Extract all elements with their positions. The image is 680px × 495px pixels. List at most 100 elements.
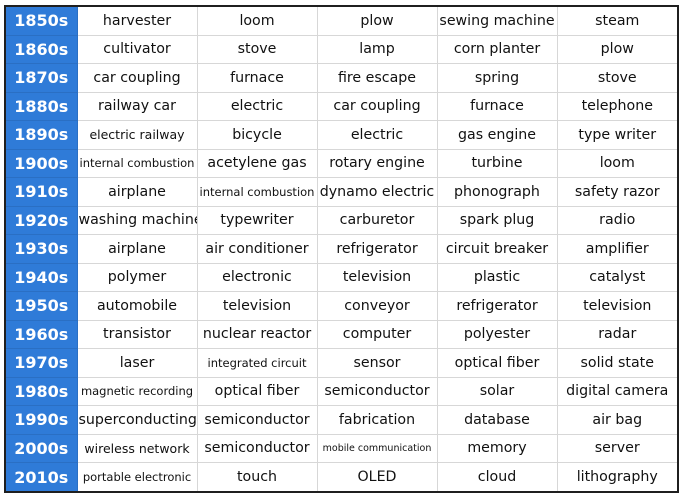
term-cell: acetylene gas xyxy=(196,148,318,179)
term-cell: gas engine xyxy=(436,120,558,150)
term-cell: server xyxy=(556,433,679,464)
decade-label: 1920s xyxy=(4,205,78,236)
term-cell: car coupling xyxy=(316,91,438,122)
term-cell: internal combustion xyxy=(196,177,318,207)
term-cell: steam xyxy=(556,5,679,36)
term-cell: lamp xyxy=(316,34,438,65)
term-cell: nuclear reactor xyxy=(196,319,318,350)
term-cell: refrigerator xyxy=(436,291,558,321)
decade-label: 1870s xyxy=(4,63,78,93)
term-cell: loom xyxy=(556,148,679,179)
term-cell: computer xyxy=(316,319,438,350)
term-cell: database xyxy=(436,405,558,435)
term-cell: spark plug xyxy=(436,205,558,236)
term-cell: television xyxy=(316,262,438,293)
term-cell: mobile communication xyxy=(316,433,438,464)
decade-label: 1860s xyxy=(4,34,78,65)
term-cell: refrigerator xyxy=(316,234,438,264)
term-cell: car coupling xyxy=(76,63,198,93)
term-cell: integrated circuit xyxy=(196,348,318,378)
term-cell: memory xyxy=(436,433,558,464)
decade-label: 1880s xyxy=(4,91,78,122)
term-cell: cloud xyxy=(436,462,558,493)
term-cell: air bag xyxy=(556,405,679,435)
term-cell: washing machine xyxy=(76,205,198,236)
term-cell: laser xyxy=(76,348,198,378)
term-cell: solid state xyxy=(556,348,679,378)
term-cell: semiconductor xyxy=(196,433,318,464)
term-cell: air conditioner xyxy=(196,234,318,264)
term-cell: semiconductor xyxy=(196,405,318,435)
term-cell: electronic xyxy=(196,262,318,293)
term-cell: corn planter xyxy=(436,34,558,65)
decade-label: 1950s xyxy=(4,291,78,321)
term-cell: sensor xyxy=(316,348,438,378)
decade-label: 1910s xyxy=(4,177,78,207)
term-cell: polymer xyxy=(76,262,198,293)
decade-label: 2000s xyxy=(4,433,78,464)
decade-label: 1900s xyxy=(4,148,78,179)
term-cell: dynamo electric xyxy=(316,177,438,207)
term-cell: plow xyxy=(556,34,679,65)
term-cell: turbine xyxy=(436,148,558,179)
term-cell: portable electronic xyxy=(76,462,198,493)
term-cell: optical fiber xyxy=(196,376,318,407)
decade-label: 1990s xyxy=(4,405,78,435)
term-cell: wireless network xyxy=(76,433,198,464)
term-cell: amplifier xyxy=(556,234,679,264)
decade-label: 1980s xyxy=(4,376,78,407)
decade-label: 1970s xyxy=(4,348,78,378)
term-cell: plow xyxy=(316,5,438,36)
term-cell: loom xyxy=(196,5,318,36)
term-cell: internal combustion xyxy=(76,148,198,179)
term-cell: transistor xyxy=(76,319,198,350)
term-cell: semiconductor xyxy=(316,376,438,407)
term-cell: fabrication xyxy=(316,405,438,435)
term-cell: furnace xyxy=(196,63,318,93)
term-cell: radar xyxy=(556,319,679,350)
decade-label: 2010s xyxy=(4,462,78,493)
term-cell: fire escape xyxy=(316,63,438,93)
decade-label: 1890s xyxy=(4,120,78,150)
term-cell: catalyst xyxy=(556,262,679,293)
term-cell: superconducting xyxy=(76,405,198,435)
term-cell: spring xyxy=(436,63,558,93)
term-cell: optical fiber xyxy=(436,348,558,378)
decade-label: 1960s xyxy=(4,319,78,350)
term-cell: television xyxy=(556,291,679,321)
term-cell: stove xyxy=(556,63,679,93)
term-cell: rotary engine xyxy=(316,148,438,179)
term-cell: carburetor xyxy=(316,205,438,236)
term-cell: automobile xyxy=(76,291,198,321)
term-cell: touch xyxy=(196,462,318,493)
decade-label: 1850s xyxy=(4,5,78,36)
term-cell: airplane xyxy=(76,234,198,264)
term-cell: polyester xyxy=(436,319,558,350)
decade-label: 1930s xyxy=(4,234,78,264)
term-cell: lithography xyxy=(556,462,679,493)
term-cell: airplane xyxy=(76,177,198,207)
term-cell: solar xyxy=(436,376,558,407)
term-cell: type writer xyxy=(556,120,679,150)
term-cell: safety razor xyxy=(556,177,679,207)
term-cell: television xyxy=(196,291,318,321)
term-cell: radio xyxy=(556,205,679,236)
decade-label: 1940s xyxy=(4,262,78,293)
term-cell: cultivator xyxy=(76,34,198,65)
term-cell: circuit breaker xyxy=(436,234,558,264)
